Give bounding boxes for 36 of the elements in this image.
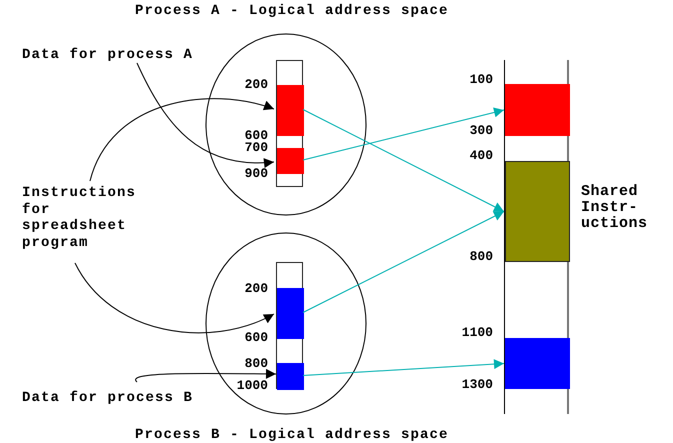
address-space-title: Process A - Logical address space	[135, 3, 449, 19]
arrow	[136, 62, 274, 168]
arrow	[302, 108, 504, 160]
address-value: 300	[468, 124, 493, 138]
arrow	[74, 262, 274, 334]
address-value: 200	[244, 78, 268, 92]
address-value: 800	[468, 250, 493, 264]
address-value: 200	[244, 282, 268, 296]
address-value: 800	[244, 357, 268, 371]
memory-segment	[277, 288, 304, 339]
arrow	[90, 98, 274, 182]
memory-segment	[505, 84, 570, 136]
address-value: 600	[244, 331, 268, 345]
annotation-text: Data for process B	[22, 390, 194, 406]
memory-column	[276, 60, 303, 187]
address-value: 700	[244, 141, 268, 155]
arrow	[302, 359, 504, 376]
segment-caption: Shared Instr- uctions	[581, 184, 649, 232]
address-value: 100	[468, 73, 493, 87]
arrow	[302, 109, 504, 212]
address-value: 600	[244, 129, 268, 143]
memory-segment	[505, 338, 570, 389]
annotation-text: Instructions for spreadsheet program	[22, 185, 138, 251]
address-value: 400	[468, 149, 493, 163]
address-value: 900	[244, 167, 268, 181]
arrow	[135, 368, 276, 382]
address-space-title: Process B - Logical address space	[135, 427, 449, 443]
memory-segment	[277, 363, 304, 390]
memory-segment	[277, 148, 304, 174]
arrow	[302, 211, 504, 313]
address-value: 1300	[460, 378, 493, 392]
memory-segment	[277, 85, 304, 136]
memory-column	[276, 262, 303, 389]
address-value: 1000	[236, 379, 268, 393]
annotation-text: Data for process A	[22, 47, 194, 64]
address-value: 1100	[460, 326, 493, 340]
